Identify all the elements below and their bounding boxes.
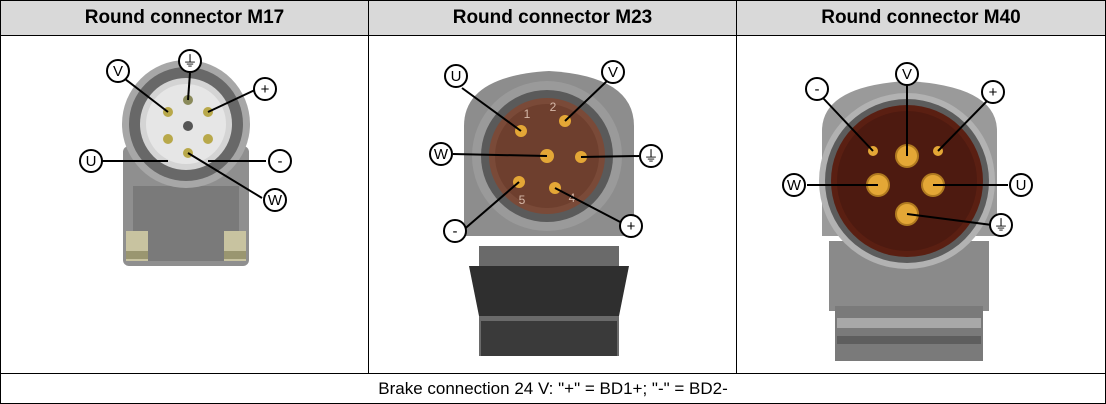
header-m40: Round connector M40 <box>737 1 1105 36</box>
header-m17: Round connector M17 <box>1 1 368 36</box>
m23-label-v: V <box>608 64 618 81</box>
m23-label-w: W <box>434 146 449 163</box>
m17-pin <box>203 134 213 144</box>
m17-label-w: W <box>268 192 283 209</box>
column-divider <box>736 1 737 373</box>
m17-pin <box>163 134 173 144</box>
m40-label-w: W <box>787 177 802 194</box>
m17-label-ground: ⏚ <box>182 53 197 70</box>
m23-label-plus: + <box>627 218 636 235</box>
m40-label-v: V <box>902 66 912 83</box>
column-divider <box>368 1 369 373</box>
m17-pin <box>183 121 193 131</box>
m17-label-plus: + <box>261 81 270 98</box>
m17-label-u: U <box>86 153 97 170</box>
m23-pin-number: 5 <box>519 193 526 207</box>
connector-m17-diagram: V ⏚ + U - W <box>1 36 368 373</box>
brake-connection-note: Brake connection 24 V: "+" = BD1+; "-" =… <box>378 378 728 398</box>
m23-label-ground: ⏚ <box>643 148 658 165</box>
m17-label-minus: - <box>278 153 283 170</box>
m40-label-ground: ⏚ <box>993 217 1008 234</box>
header-m23: Round connector M23 <box>369 1 736 36</box>
row-divider <box>1 373 1105 374</box>
m40-label-plus: + <box>989 84 998 101</box>
m17-label-v: V <box>113 63 123 80</box>
m23-label-minus: - <box>453 223 458 240</box>
m40-label-u: U <box>1016 177 1027 194</box>
connector-m23-diagram: 1 2 5 4 U <box>369 36 736 373</box>
m23-pin-number: 1 <box>524 107 531 121</box>
m40-label-minus: - <box>815 81 820 98</box>
connector-m40-diagram: - V + W U ⏚ <box>737 36 1105 373</box>
m23-pin-number: 2 <box>550 100 557 114</box>
m23-label-u: U <box>451 68 462 85</box>
